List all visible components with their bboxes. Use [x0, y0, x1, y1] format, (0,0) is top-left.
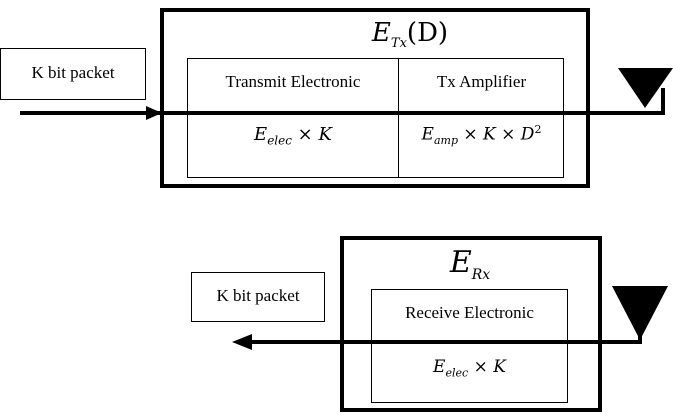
receiver-energy-title: ERx — [449, 245, 491, 284]
transmitter-antenna-icon — [618, 68, 673, 108]
receiver-output-packet-label: K bit packet — [216, 286, 300, 305]
transmitter-energy-title: ETx(D) — [371, 18, 449, 52]
receive-electronic-formula: Eelec × K — [433, 357, 506, 380]
transmitter-input-packet-label: K bit packet — [31, 63, 115, 82]
transmitter-column-divider — [398, 58, 399, 178]
transmit-electronic-formula: Eelec × K — [254, 124, 332, 148]
receiver-output-arrowhead — [232, 334, 252, 350]
receiver-inner-table — [371, 289, 568, 403]
tx-amplifier-formula: Eamp × K × D2 — [421, 123, 542, 148]
transmitter-inner-table — [187, 58, 564, 178]
receiver-output-packet-box — [191, 272, 325, 322]
receive-electronic-label: Receive Electronic — [405, 303, 534, 322]
tx-amplifier-label: Tx Amplifier — [436, 72, 527, 91]
transmitter-input-packet-box — [0, 48, 146, 100]
transmit-electronic-label: Transmit Electronic — [225, 72, 361, 91]
receiver-antenna-icon — [612, 286, 668, 340]
